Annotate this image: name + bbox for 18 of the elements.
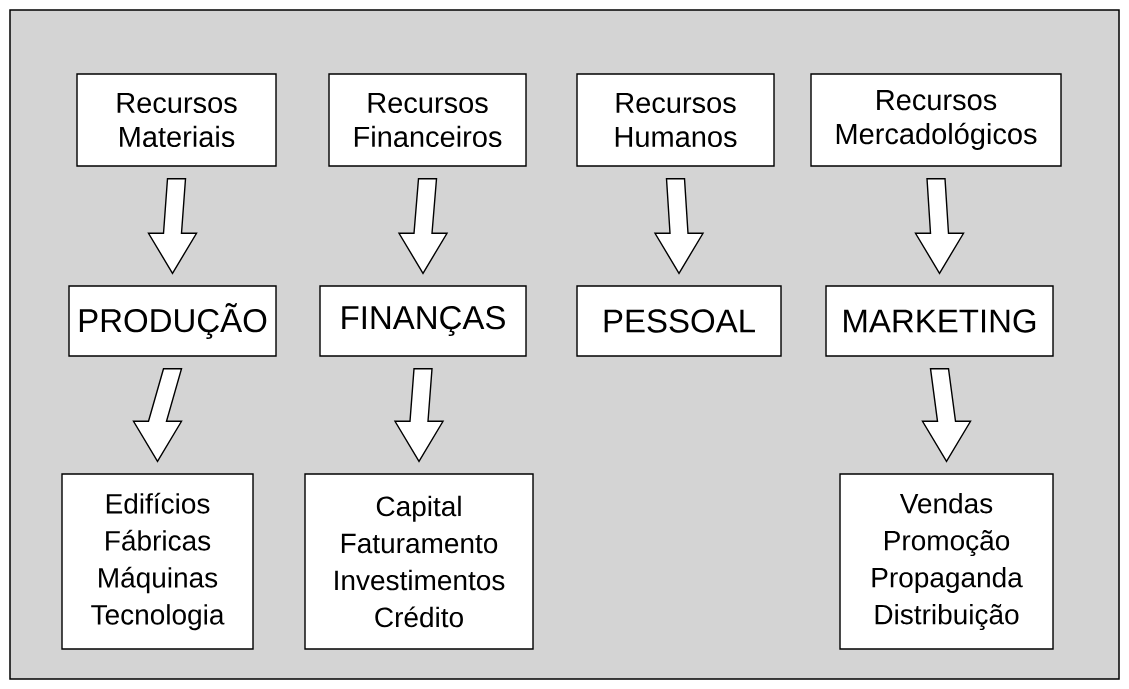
block-arrow xyxy=(147,178,198,275)
process-box: Recursos Mercadológicos xyxy=(810,73,1062,167)
process-box: Recursos Financeiros xyxy=(328,73,527,167)
process-box: PRODUÇÃO xyxy=(68,285,277,357)
process-box: FINANÇAS xyxy=(319,285,527,357)
block-arrow xyxy=(921,368,972,463)
process-box: Recursos Humanos xyxy=(576,73,775,167)
block-arrow xyxy=(132,368,183,463)
block-arrow xyxy=(914,178,965,275)
process-box: Vendas Promoção Propaganda Distribuição xyxy=(839,473,1054,650)
process-box: MARKETING xyxy=(825,285,1054,357)
process-box: PESSOAL xyxy=(576,285,782,357)
block-arrow xyxy=(653,178,705,275)
block-arrow xyxy=(397,178,449,275)
process-box: Recursos Materiais xyxy=(76,73,277,167)
block-arrow xyxy=(393,368,445,463)
process-box: Capital Faturamento Investimentos Crédito xyxy=(304,473,534,650)
process-box: Edifícios Fábricas Máquinas Tecnologia xyxy=(61,473,254,650)
